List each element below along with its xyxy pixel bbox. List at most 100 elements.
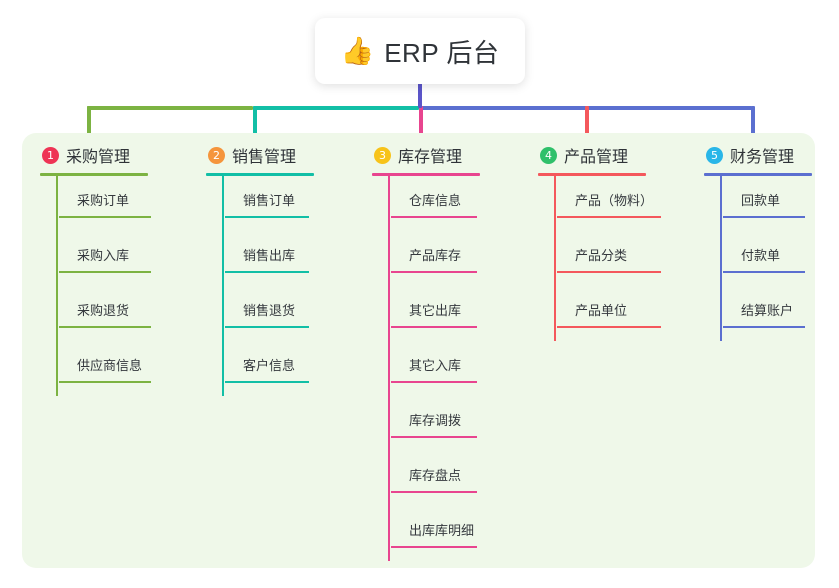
- module-number-badge: 3: [374, 146, 391, 164]
- submodule-item[interactable]: 出库库明细: [391, 506, 480, 561]
- module-header-inventory[interactable]: 3 库存管理: [372, 143, 480, 167]
- submodule-item[interactable]: 结算账户: [723, 286, 812, 341]
- submodule-label: 销售订单: [243, 193, 296, 208]
- submodule-underline: [59, 326, 151, 328]
- submodule-underline: [391, 546, 477, 548]
- submodule-underline: [391, 271, 477, 273]
- module-title: 产品管理: [564, 149, 629, 166]
- submodule-item[interactable]: 销售退货: [225, 286, 314, 341]
- submodule-underline: [723, 271, 805, 273]
- submodule-list-finance: 回款单付款单结算账户: [704, 176, 812, 341]
- submodule-underline: [59, 381, 151, 383]
- submodule-label: 产品（物料）: [575, 193, 654, 208]
- submodule-item[interactable]: 付款单: [723, 231, 812, 286]
- submodule-label: 采购订单: [77, 193, 130, 208]
- submodule-label: 产品库存: [409, 248, 462, 263]
- submodule-item[interactable]: 产品（物料）: [557, 176, 661, 231]
- segment-green: [87, 106, 253, 110]
- submodule-label: 回款单: [741, 193, 781, 208]
- submodule-underline: [225, 326, 309, 328]
- module-underline: [704, 173, 812, 176]
- submodule-label: 产品单位: [575, 303, 628, 318]
- submodule-label: 仓库信息: [409, 193, 462, 208]
- root-stem-connector: [418, 82, 422, 108]
- submodule-label: 付款单: [741, 248, 781, 263]
- submodule-item[interactable]: 供应商信息: [59, 341, 151, 396]
- submodule-label: 出库库明细: [409, 523, 475, 538]
- submodule-underline: [59, 216, 151, 218]
- segment-teal: [253, 106, 419, 110]
- submodule-label: 客户信息: [243, 358, 296, 373]
- submodule-item[interactable]: 其它入库: [391, 341, 480, 396]
- submodule-list-product: 产品（物料） 产品分类产品单位: [538, 176, 661, 341]
- submodule-underline: [557, 216, 661, 218]
- submodule-underline: [391, 436, 477, 438]
- module-header-product[interactable]: 4 产品管理: [538, 143, 646, 167]
- submodule-item[interactable]: 产品库存: [391, 231, 480, 286]
- submodule-spine: [554, 176, 556, 341]
- submodule-item[interactable]: 产品分类: [557, 231, 661, 286]
- submodule-item[interactable]: 采购入库: [59, 231, 151, 286]
- submodule-item[interactable]: 库存调拨: [391, 396, 480, 451]
- submodule-item[interactable]: 其它出库: [391, 286, 480, 341]
- submodule-label: 结算账户: [741, 303, 794, 318]
- submodule-label: 库存盘点: [409, 468, 462, 483]
- submodule-spine: [222, 176, 224, 396]
- submodule-label: 供应商信息: [77, 358, 143, 373]
- module-column-sales: 2 销售管理销售订单销售出库销售退货客户信息: [206, 143, 314, 396]
- submodule-label: 采购入库: [77, 248, 130, 263]
- submodule-item[interactable]: 销售出库: [225, 231, 314, 286]
- module-header-sales[interactable]: 2 销售管理: [206, 143, 314, 167]
- module-header-purchase[interactable]: 1 采购管理: [40, 143, 148, 167]
- submodule-underline: [59, 271, 151, 273]
- submodule-item[interactable]: 产品单位: [557, 286, 661, 341]
- submodule-list-sales: 销售订单销售出库销售退货客户信息: [206, 176, 314, 396]
- module-title: 销售管理: [232, 149, 297, 166]
- module-title: 库存管理: [398, 149, 463, 166]
- submodule-spine: [720, 176, 722, 341]
- submodule-underline: [225, 381, 309, 383]
- module-underline: [372, 173, 480, 176]
- submodule-item[interactable]: 库存盘点: [391, 451, 480, 506]
- root-node-title: ERP 后台: [384, 37, 500, 68]
- submodule-spine: [56, 176, 58, 396]
- submodule-item[interactable]: 采购订单: [59, 176, 151, 231]
- submodule-underline: [391, 381, 477, 383]
- module-title: 采购管理: [66, 149, 131, 166]
- module-column-inventory: 3 库存管理仓库信息产品库存其它出库其它入库库存调拨库存盘点出库库明细: [372, 143, 480, 561]
- module-number-badge: 4: [540, 146, 557, 164]
- drop-sales: [253, 106, 257, 154]
- module-number-badge: 2: [208, 146, 225, 164]
- submodule-underline: [225, 216, 309, 218]
- module-number-badge: 5: [706, 146, 723, 164]
- module-number-badge: 1: [42, 146, 59, 164]
- submodule-list-inventory: 仓库信息产品库存其它出库其它入库库存调拨库存盘点出库库明细: [372, 176, 480, 561]
- root-node-card[interactable]: 👍 ERP 后台: [315, 18, 525, 84]
- submodule-underline: [391, 491, 477, 493]
- module-column-product: 4 产品管理产品（物料） 产品分类产品单位: [538, 143, 661, 341]
- thumbs-up-icon: 👍: [340, 35, 375, 66]
- drop-product: [585, 106, 589, 154]
- module-underline: [40, 173, 148, 176]
- submodule-label: 采购退货: [77, 303, 130, 318]
- submodule-item[interactable]: 采购退货: [59, 286, 151, 341]
- module-underline: [206, 173, 314, 176]
- submodule-list-purchase: 采购订单采购入库采购退货供应商信息: [40, 176, 151, 396]
- submodule-label: 销售退货: [243, 303, 296, 318]
- module-underline: [538, 173, 646, 176]
- submodule-label: 销售出库: [243, 248, 296, 263]
- submodule-item[interactable]: 仓库信息: [391, 176, 480, 231]
- submodule-item[interactable]: 销售订单: [225, 176, 314, 231]
- submodule-spine: [388, 176, 390, 561]
- submodule-label: 其它出库: [409, 303, 462, 318]
- submodule-label: 产品分类: [575, 248, 628, 263]
- submodule-item[interactable]: 客户信息: [225, 341, 314, 396]
- submodule-item[interactable]: 回款单: [723, 176, 812, 231]
- drop-purchase: [87, 106, 91, 154]
- submodule-underline: [557, 326, 661, 328]
- submodule-underline: [391, 216, 477, 218]
- drop-inventory: [419, 106, 423, 154]
